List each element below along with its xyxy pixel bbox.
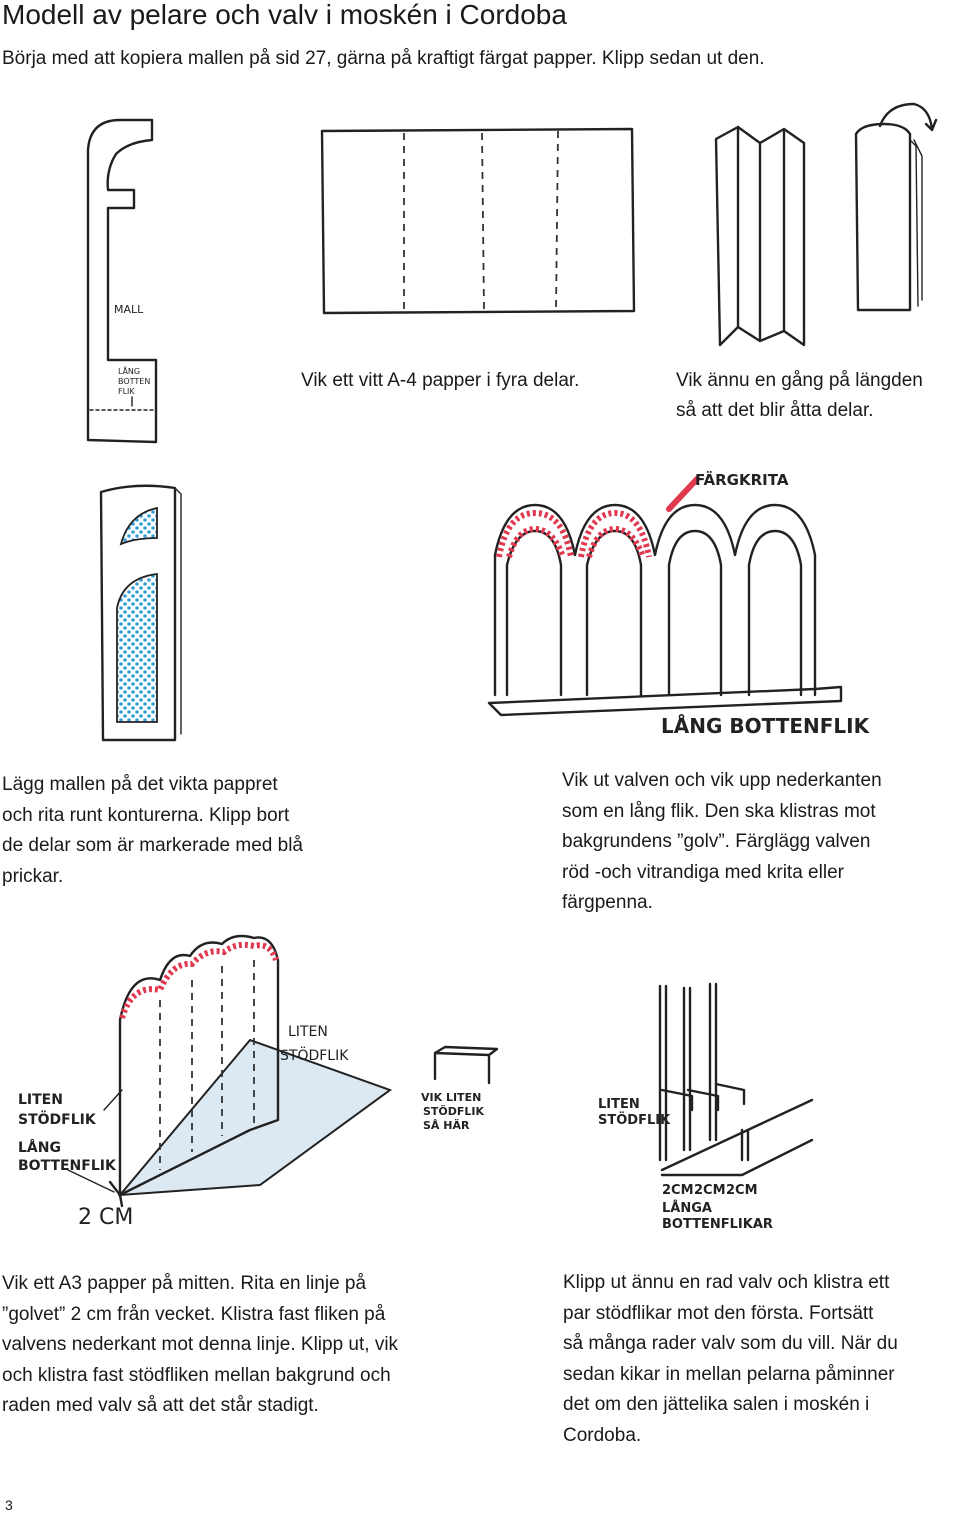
label-lang: LÅNG bbox=[118, 365, 140, 376]
arches-drawing: FÄRGKRITA LÅNG BOTTENFLIK bbox=[487, 470, 871, 738]
caption-a3: Vik ett A3 papper på mitten. Rita en lin… bbox=[2, 1269, 398, 1422]
label-bottenflik-left-2: BOTTENFLIK bbox=[18, 1158, 117, 1174]
traced-template-drawing bbox=[99, 484, 182, 742]
label-vik-stodflik: STÖDFLIK bbox=[423, 1104, 485, 1118]
intro-text: Börja med att kopiera mallen på sid 27, … bbox=[2, 48, 765, 69]
label-2cm-b: 2CM bbox=[694, 1183, 726, 1198]
label-lang-left-1: LÅNG bbox=[18, 1139, 61, 1156]
caption-more-rows: Klipp ut ännu en rad valv och klistra et… bbox=[563, 1268, 898, 1451]
standing-arches-drawing: LITEN STÖDFLIK LITEN STÖDFLIK LÅNG BOTTE… bbox=[18, 934, 393, 1230]
caption-a3-line: ”golvet” 2 cm från vecket. Klistra fast … bbox=[2, 1303, 386, 1325]
label-2cm-c: 2CM bbox=[726, 1183, 758, 1198]
caption-template-line: prickar. bbox=[2, 865, 64, 887]
caption-template-line: Lägg mallen på det vikta pappret bbox=[2, 774, 278, 795]
caption-arches-line: Vik ut valven och vik upp nederkanten bbox=[562, 770, 882, 791]
label-liten-left-1: LITEN bbox=[18, 1092, 63, 1108]
label-flik: FLIK bbox=[118, 387, 135, 396]
caption-more-line: så många rader valv som du vill. När du bbox=[563, 1333, 898, 1354]
accordion-fold-drawing bbox=[714, 125, 806, 347]
caption-more-line: sedan kikar in mellan pelarna påminner bbox=[563, 1363, 895, 1385]
caption-arches-line: bakgrundens ”golv”. Färglägg valven bbox=[562, 831, 871, 852]
caption-a3-line: och klistra fast stödfliken mellan bakgr… bbox=[2, 1364, 391, 1386]
caption-arches: Vik ut valven och vik upp nederkanten so… bbox=[562, 766, 882, 919]
support-tab-drawing: VIK LITEN STÖDFLIK SÅ HÄR bbox=[421, 1045, 499, 1132]
caption-more-line: Klipp ut ännu en rad valv och klistra et… bbox=[563, 1272, 890, 1293]
folded-paper-four-drawing bbox=[320, 127, 636, 315]
label-fargkrita: FÄRGKRITA bbox=[695, 470, 789, 489]
label-vik-sa-har: SÅ HÄR bbox=[423, 1118, 470, 1132]
label-stodflik-right-2: STÖDFLIK bbox=[280, 1046, 349, 1064]
columns-rows-drawing: LITEN STÖDFLIK 2CM 2CM 2CM LÅNGA BOTTENF… bbox=[598, 982, 814, 1232]
label-2cm-a: 2CM bbox=[662, 1183, 694, 1198]
template-drawing: MALL LÅNG BOTTEN FLIK bbox=[86, 118, 158, 444]
caption-template: Lägg mallen på det vikta pappret och rit… bbox=[2, 770, 303, 892]
caption-template-line: de delar som är markerade med blå bbox=[2, 835, 303, 856]
caption-a3-line: valvens nederkant mot denna linje. Klipp… bbox=[2, 1334, 399, 1355]
label-mall: MALL bbox=[114, 303, 144, 316]
caption-fold-four: Vik ett vitt A-4 papper i fyra delar. bbox=[301, 370, 580, 391]
caption-more-line: Cordoba. bbox=[563, 1424, 642, 1446]
label-stodflik-3: STÖDFLIK bbox=[598, 1112, 671, 1128]
caption-arches-line: röd -och vitrandiga med krita eller bbox=[562, 861, 844, 883]
page-title: Modell av pelare och valv i moskén i Cor… bbox=[2, 0, 567, 30]
caption-a3-line: Vik ett A3 papper på mitten. Rita en lin… bbox=[2, 1273, 367, 1294]
caption-fold-eight-line2: så att det blir åtta delar. bbox=[676, 400, 874, 421]
label-vik-liten: VIK LITEN bbox=[421, 1091, 481, 1104]
page-number: 3 bbox=[5, 1497, 13, 1513]
caption-arches-line: färgpenna. bbox=[562, 892, 653, 913]
label-langa: LÅNGA bbox=[662, 1200, 712, 1216]
caption-a3-line: raden med valv så att det står stadigt. bbox=[2, 1395, 319, 1416]
label-liten-right-1: LITEN bbox=[288, 1024, 328, 1040]
label-stodflik-left-2: STÖDFLIK bbox=[18, 1110, 97, 1128]
caption-template-line: och rita runt konturerna. Klipp bort bbox=[2, 804, 290, 826]
caption-more-line: det om den jättelika salen i moskén i bbox=[563, 1394, 870, 1415]
label-bottenflikar: BOTTENFLIKAR bbox=[662, 1217, 773, 1232]
label-2cm: 2 CM bbox=[78, 1205, 133, 1230]
label-liten-3: LITEN bbox=[598, 1097, 640, 1112]
caption-fold-eight-line1: Vik ännu en gång på längden bbox=[676, 370, 923, 391]
label-lang-bottenflik: LÅNG BOTTENFLIK bbox=[661, 714, 871, 738]
caption-more-line: par stödflikar mot den första. Fortsätt bbox=[563, 1302, 874, 1324]
label-botten: BOTTEN bbox=[118, 377, 150, 386]
folded-stack-drawing bbox=[854, 102, 938, 312]
caption-arches-line: som en lång flik. Den ska klistras mot bbox=[562, 800, 876, 822]
